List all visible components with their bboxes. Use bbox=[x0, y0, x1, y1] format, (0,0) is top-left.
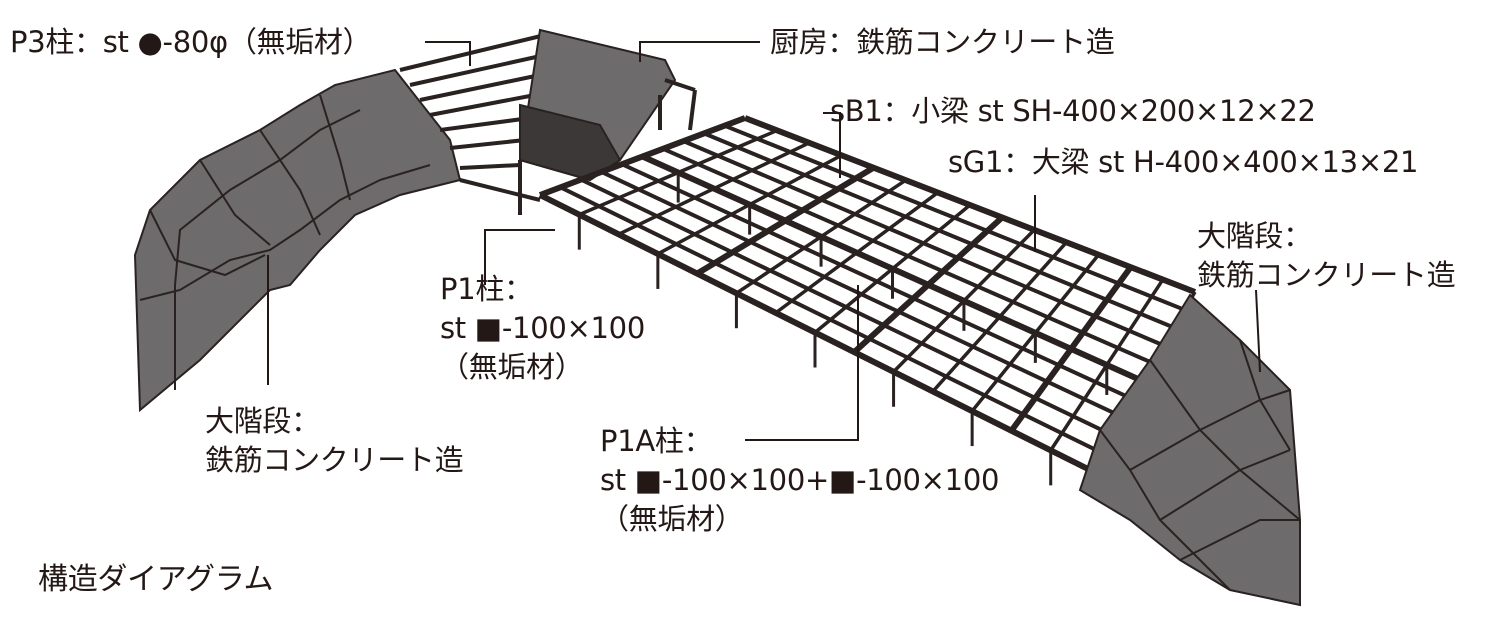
kitchen-label: 厨房：鉄筋コンクリート造 bbox=[770, 25, 1115, 59]
leader-lines bbox=[267, 41, 1261, 441]
steel-girder bbox=[931, 241, 1068, 393]
right-stairs-label: 大階段： 鉄筋コンクリート造 bbox=[1197, 219, 1456, 300]
steel-girder bbox=[892, 228, 1036, 374]
stairs-title: 大階段： bbox=[1197, 219, 1312, 253]
steel-girder bbox=[774, 191, 939, 315]
steel-deck-grid bbox=[538, 115, 1197, 486]
steel-girder bbox=[1009, 265, 1134, 433]
steel-girder bbox=[578, 128, 778, 217]
steel-girder bbox=[538, 115, 747, 198]
sb1-beam-label: sB1：小梁 st SH-400×200×12×22 bbox=[830, 94, 1316, 128]
left-grand-stairs bbox=[133, 68, 462, 413]
p1a-column-label: P1A柱： st ■-100×100+■-100×100 （無垢材） bbox=[600, 427, 999, 544]
stairs-structure: 鉄筋コンクリート造 bbox=[205, 443, 464, 477]
steel-girder bbox=[695, 165, 876, 277]
sg1-girder-label: sG1：大梁 st H-400×400×13×21 bbox=[948, 145, 1419, 179]
left-stairs-label: 大階段： 鉄筋コンクリート造 bbox=[205, 404, 464, 485]
stairs-structure: 鉄筋コンクリート造 bbox=[1197, 258, 1456, 292]
steel-girder bbox=[852, 215, 1005, 355]
diagram-caption: 構造ダイアグラム bbox=[38, 562, 274, 597]
right-grand-stairs bbox=[1078, 293, 1301, 607]
p1a-material: （無垢材） bbox=[600, 502, 744, 536]
p1-title: P1柱： bbox=[440, 272, 533, 306]
stairs-title: 大階段： bbox=[205, 404, 320, 438]
p3-column-label: P3柱：st ●-80φ（無垢材） bbox=[10, 25, 372, 59]
p1-column-label: P1柱： st ■-100×100 （無垢材） bbox=[440, 275, 645, 392]
p1a-section: st ■-100×100+■-100×100 bbox=[600, 463, 1000, 497]
p3-radial-beams bbox=[399, 33, 546, 215]
p1-section: st ■-100×100 bbox=[440, 311, 645, 345]
p1a-title: P1A柱： bbox=[600, 424, 713, 458]
steel-girder bbox=[617, 141, 811, 236]
kitchen-block bbox=[518, 28, 697, 182]
p1-material: （無垢材） bbox=[440, 350, 584, 384]
